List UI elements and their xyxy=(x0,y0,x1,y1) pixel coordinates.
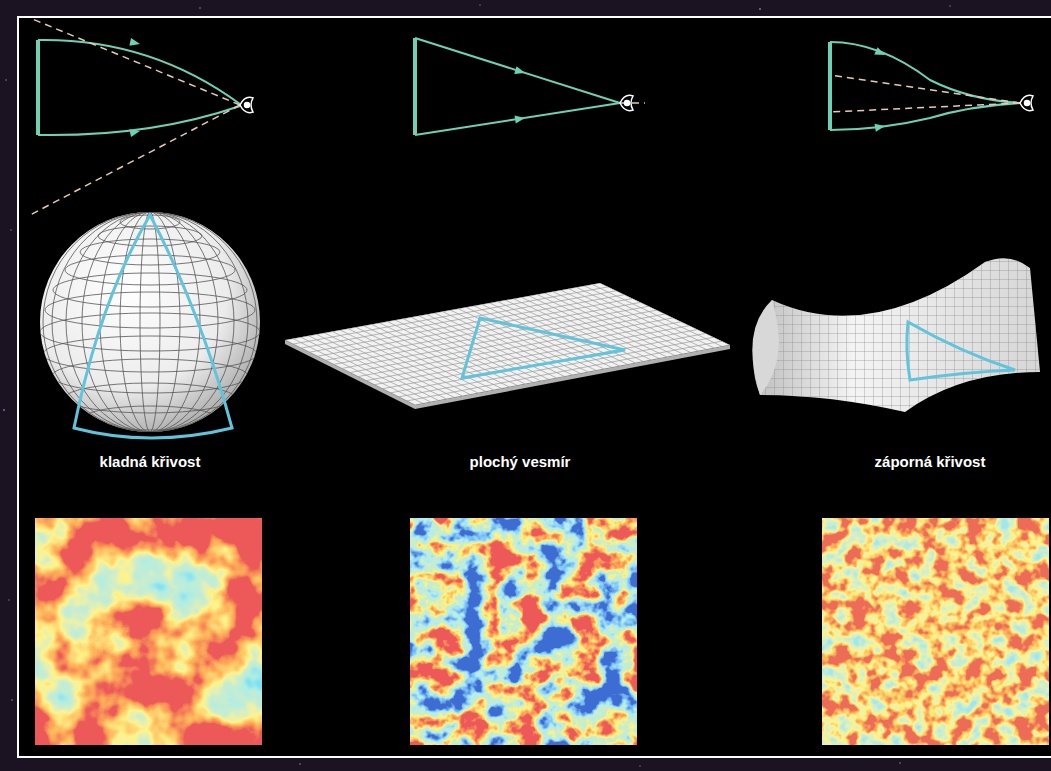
grid-line xyxy=(342,310,657,368)
grid-line xyxy=(383,330,698,389)
grid-line xyxy=(326,302,641,360)
grid-line xyxy=(285,283,600,340)
caption-label: plochý vesmír xyxy=(470,453,571,470)
caption-label: kladná křivost xyxy=(100,453,201,470)
grid-line xyxy=(374,326,689,385)
grid-line xyxy=(399,337,714,397)
grid-line xyxy=(407,341,722,401)
grid-line xyxy=(318,299,633,357)
grid-line xyxy=(309,295,624,353)
grid-line xyxy=(366,322,681,381)
caption-label: záporná křivost xyxy=(875,453,986,470)
grid-line xyxy=(301,291,616,348)
grid-line xyxy=(334,306,649,364)
